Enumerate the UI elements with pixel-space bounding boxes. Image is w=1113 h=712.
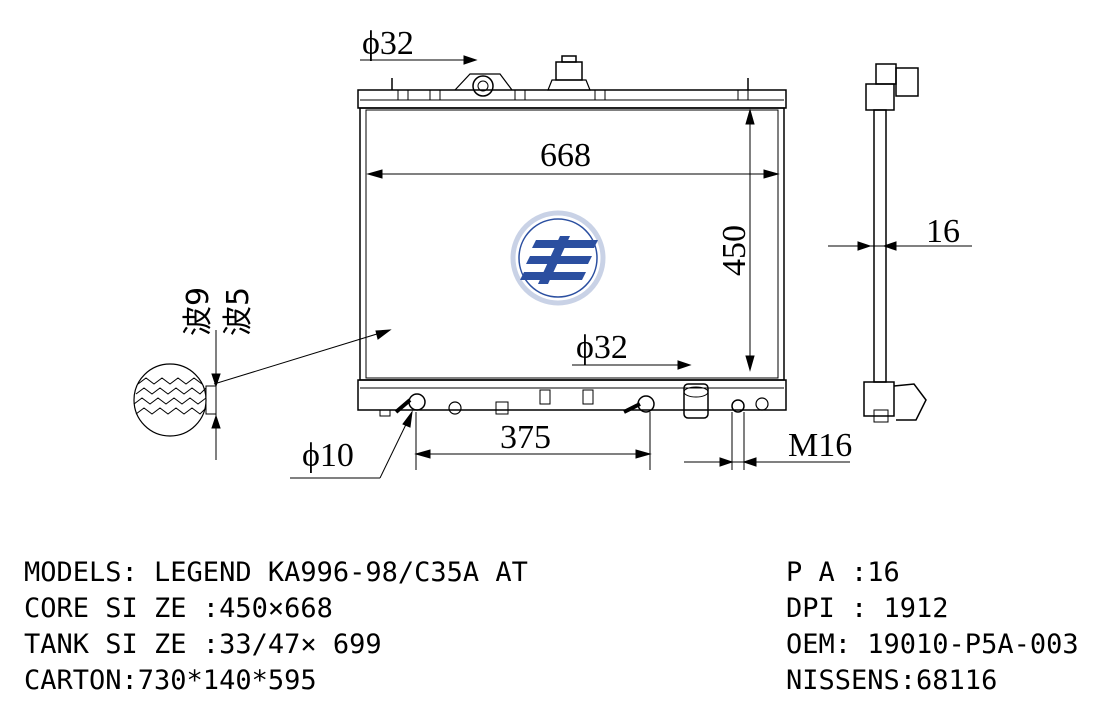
spec-oem: OEM: 19010-P5A-003 [786,629,1079,660]
brand-logo [510,210,606,306]
radiator-front-view [357,55,787,419]
dim-bottom-pipe-diameter: ϕ32 [576,329,628,366]
dim-wave-label-1: 波9 [181,287,216,336]
dim-pipe-spacing: 375 [500,419,551,456]
dim-core-height: 450 [716,225,753,276]
dimension-lines [211,55,972,479]
dim-top-pipe-diameter: ϕ32 [362,25,414,62]
dim-wave-label-2: 波5 [221,287,256,336]
spec-pa: P A :16 [786,557,900,588]
dim-small-pipe-diameter: ϕ10 [302,437,354,474]
spec-carton: CARTON:730*140*595 [24,665,317,696]
dim-core-width: 668 [540,137,591,174]
spec-dpi: DPI : 1912 [786,593,949,624]
radiator-side-view [863,63,927,423]
radiator-drawing: ϕ32 668 450 16 ϕ32 ϕ10 375 M16 波9 波5 [133,25,972,479]
spec-core-size: CORE SI ZE :450×668 [24,593,333,624]
spec-table: MODELS: LEGEND KA996-98/C35A AT CORE SI … [0,556,1113,706]
dim-thickness: 16 [926,213,960,250]
dim-drain-thread: M16 [788,427,852,464]
spec-nissens: NISSENS:68116 [786,665,998,696]
spec-tank-size: TANK SI ZE :33/47× 699 [24,629,382,660]
fin-detail [133,363,217,437]
spec-models: MODELS: LEGEND KA996-98/C35A AT [24,557,528,588]
